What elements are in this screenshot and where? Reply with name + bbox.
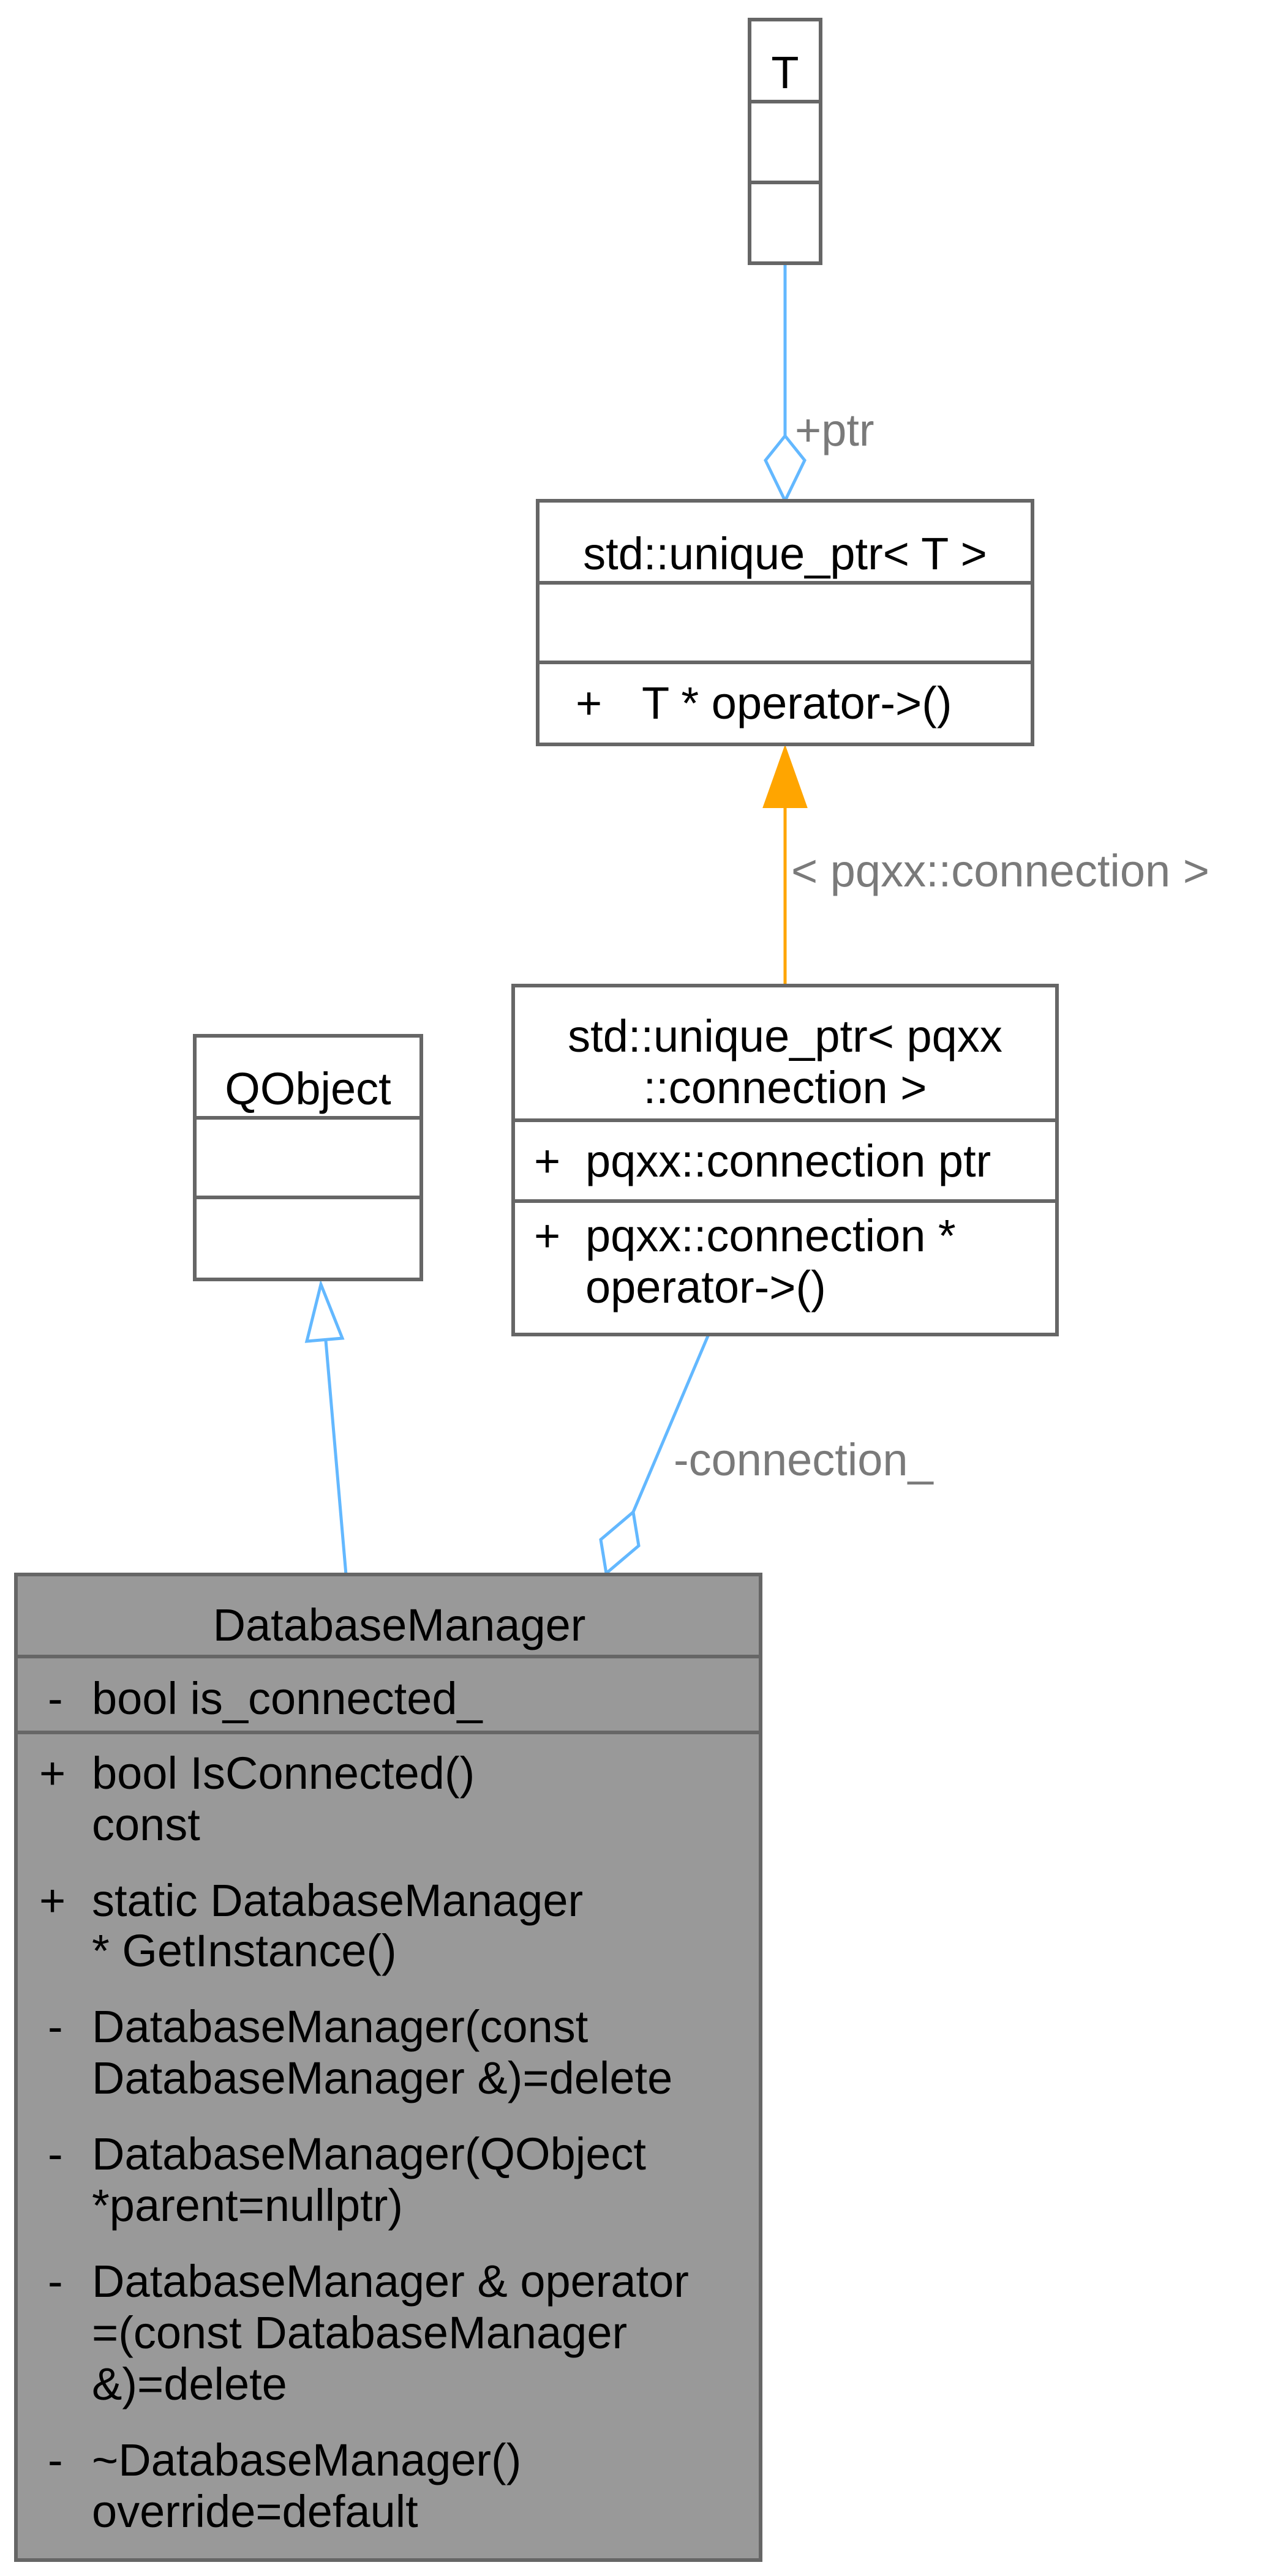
method-text: =(const DatabaseManager [92,2307,627,2358]
attribute-text: bool is_connected_ [92,1673,483,1724]
class-box-qobject[interactable]: QObject [193,1034,423,1281]
class-box-t[interactable]: T [748,18,822,265]
member-visibility: - [48,2001,63,2052]
member-visibility: - [48,2129,63,2179]
member-visibility: + [576,678,602,728]
class-name: DatabaseManager [213,1600,586,1650]
method-text: const [92,1799,200,1850]
class-box-unique-ptr-connection[interactable]: std::unique_ptr< pqxx ::connection > + p… [511,984,1059,1336]
hollow-arrow-icon [304,1279,345,1343]
member-visibility: + [39,1875,66,1926]
method-text: DatabaseManager(const [92,2001,588,2052]
member-visibility: + [39,1748,66,1799]
member-visibility: - [48,1673,63,1724]
aggregation-diamond-icon [599,1509,641,1576]
class-name: std::unique_ptr< T > [583,528,987,579]
method-text-line-1: pqxx::connection * [585,1210,956,1261]
edge-ptr-aggregation: +ptr [764,263,874,504]
class-name: T [771,47,799,98]
edge-label-connection: -connection_ [674,1434,934,1485]
class-box-unique-ptr-t[interactable]: std::unique_ptr< T > + T * operator->() [536,499,1034,746]
method-text: * GetInstance() [92,1925,397,1976]
member-visibility: + [534,1210,560,1261]
method-text: &)=delete [92,2359,287,2409]
filled-arrow-icon [762,744,808,808]
method-text: ~DatabaseManager() [92,2435,521,2485]
class-name-line-2: ::connection > [644,1062,927,1113]
class-box-database-manager[interactable]: DatabaseManager - bool is_connected_ + b… [14,1573,762,2562]
edge-label-template: < pqxx::connection > [791,845,1209,896]
edge-inheritance [304,1279,348,1575]
method-text: bool IsConnected() [92,1748,475,1799]
attribute-text: pqxx::connection ptr [585,1136,991,1186]
edge-template-instantiation: < pqxx::connection > [762,744,1209,986]
method-text: DatabaseManager &)=delete [92,2053,672,2103]
edge-connection-aggregation: -connection_ [599,1334,934,1576]
method-text: DatabaseManager(QObject [92,2129,646,2179]
method-text-line-2: operator->() [585,1262,826,1312]
member-visibility: + [534,1136,560,1186]
class-name: QObject [225,1063,391,1114]
method-text: DatabaseManager & operator [92,2256,689,2307]
method-text: T * operator->() [642,678,952,728]
member-visibility: - [48,2435,63,2485]
method-text: static DatabaseManager [92,1875,583,1926]
class-name-line-1: std::unique_ptr< pqxx [568,1011,1002,1061]
member-visibility: - [48,2256,63,2307]
method-text: override=default [92,2486,418,2537]
method-text: *parent=nullptr) [92,2180,403,2231]
edge-label-ptr: +ptr [795,405,874,455]
